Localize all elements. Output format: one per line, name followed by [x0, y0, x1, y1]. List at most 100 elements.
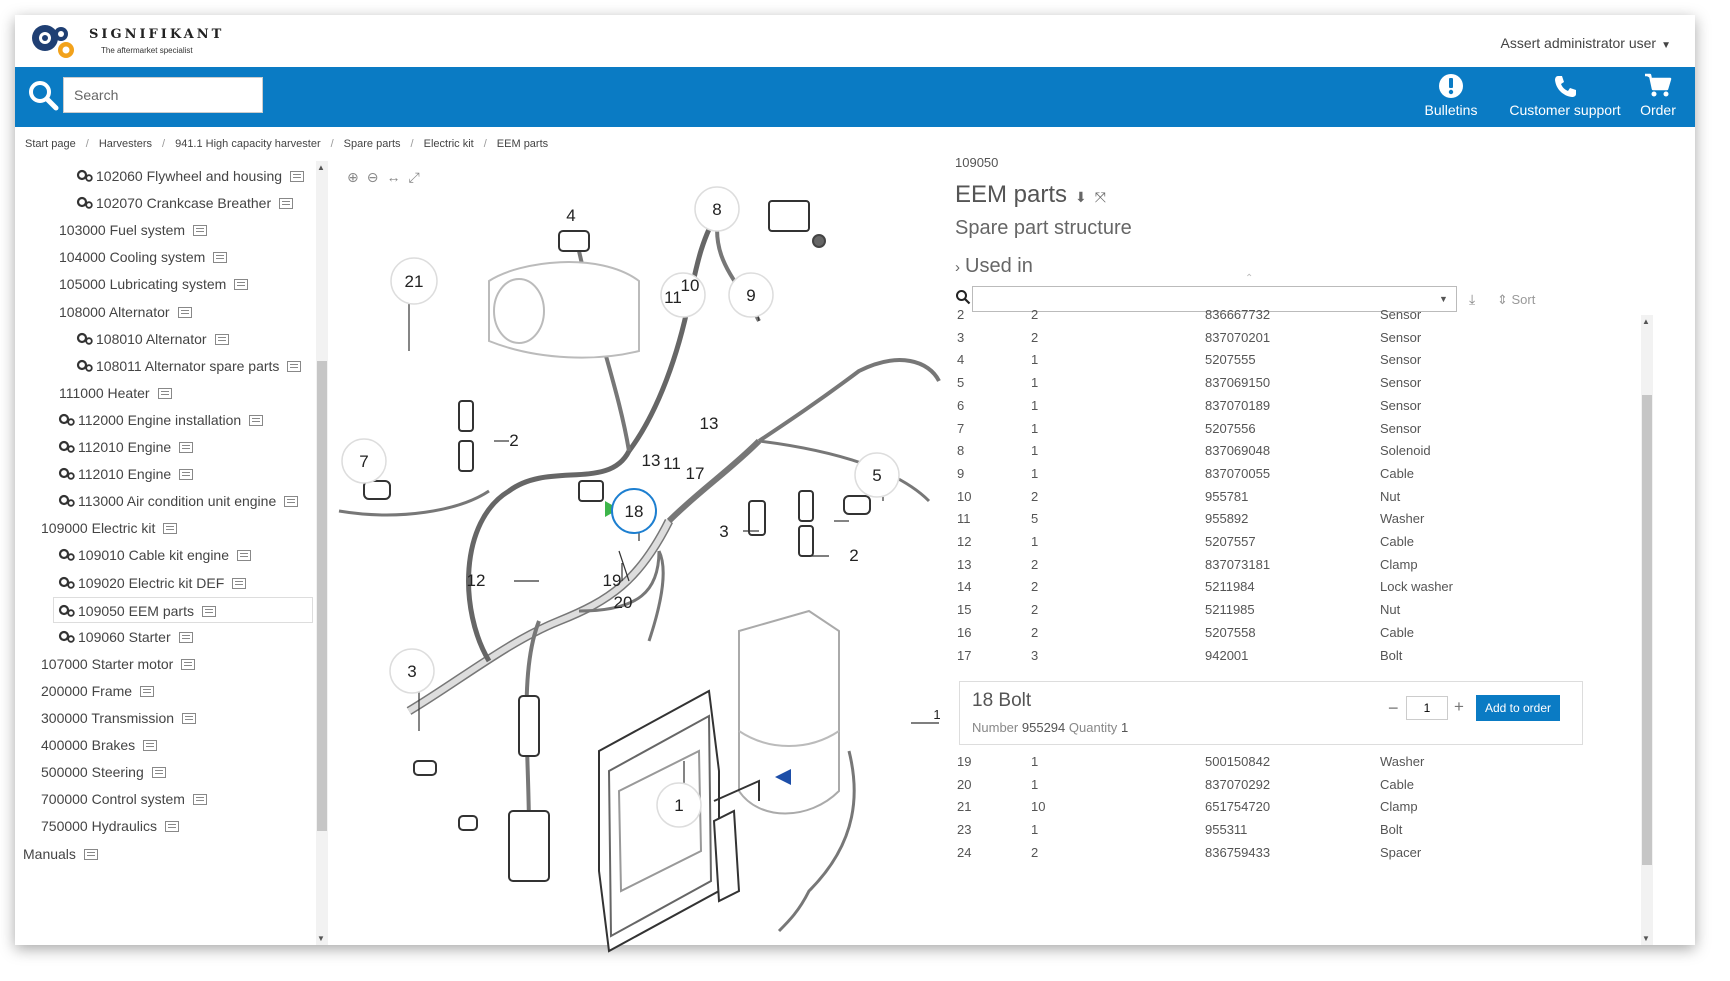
tree-item[interactable]: 750000 Hydraulics [41, 813, 179, 839]
tree-item[interactable]: 102060 Flywheel and housing [76, 163, 305, 189]
document-icon[interactable] [179, 442, 194, 453]
pointer-callout[interactable]: 1 [933, 707, 940, 722]
document-icon[interactable] [287, 360, 302, 372]
fit-width-icon[interactable]: ↔ [386, 169, 401, 185]
callout-13b[interactable]: 13 [642, 451, 661, 470]
quantity-input[interactable] [1406, 696, 1448, 720]
scroll-up-icon[interactable]: ▲ [1642, 317, 1650, 326]
scroll-up-icon[interactable]: ▲ [317, 163, 325, 172]
tree-item[interactable]: 104000 Cooling system [59, 244, 228, 270]
callout-4[interactable]: 4 [566, 206, 575, 225]
sort-button[interactable]: ⇕ Sort [1497, 292, 1536, 307]
document-icon[interactable] [182, 713, 197, 724]
callout-5[interactable]: 5 [872, 466, 881, 485]
scroll-down-icon[interactable]: ▼ [1642, 934, 1650, 943]
breadcrumb-item[interactable]: EEM parts [496, 138, 549, 150]
tree-item[interactable]: 200000 Frame [41, 678, 155, 704]
breadcrumb-item[interactable]: Harvesters [98, 138, 153, 150]
document-icon[interactable] [237, 550, 252, 562]
document-icon[interactable] [234, 279, 249, 291]
document-icon[interactable] [178, 631, 193, 643]
expand-icon[interactable]: ⤧ [1094, 189, 1106, 205]
callout-1[interactable]: 1 [674, 796, 683, 815]
document-icon[interactable] [192, 794, 207, 806]
document-icon[interactable] [214, 333, 229, 345]
download-icon[interactable]: ⬇ [1075, 189, 1087, 205]
callout-20[interactable]: 20 [614, 593, 633, 612]
zoom-out-icon[interactable]: ⊖ [366, 169, 379, 185]
tree-item[interactable]: 300000 Transmission [41, 705, 197, 731]
document-icon[interactable] [213, 252, 228, 264]
document-icon[interactable] [249, 414, 264, 426]
callout-8[interactable]: 8 [712, 200, 721, 219]
tree-item[interactable]: 107000 Starter motor [41, 651, 196, 677]
document-icon[interactable] [201, 605, 216, 617]
parts-scroll-thumb[interactable] [1642, 395, 1652, 865]
search-input[interactable] [63, 77, 263, 113]
tree-item[interactable]: 400000 Brakes [41, 732, 158, 758]
used-in-toggle[interactable]: ›Used in [955, 255, 1033, 278]
document-icon[interactable] [181, 658, 196, 670]
callout-2b[interactable]: 2 [849, 546, 858, 565]
callout-11b[interactable]: 11 [663, 454, 681, 473]
tree-item[interactable]: 109010 Cable kit engine [58, 542, 252, 568]
quantity-decrease-button[interactable]: − [1388, 698, 1399, 718]
tree-item[interactable]: 113000 Air condition unit engine [58, 488, 299, 514]
tree-scrollbar[interactable]: ▲ ▼ [316, 161, 328, 945]
callout-17[interactable]: 17 [686, 464, 705, 483]
selected-part-card[interactable]: 18 Bolt Number 955294 Quantity 1 − + Add… [959, 681, 1583, 745]
callout-3[interactable]: 3 [719, 522, 728, 541]
logo[interactable]: SIGNIFIKANT The aftermarket specialist [29, 21, 229, 61]
breadcrumb-item[interactable]: Start page [25, 138, 76, 150]
tree-scroll-thumb[interactable] [317, 361, 327, 831]
customer-support-button[interactable]: Customer support [1500, 73, 1630, 118]
document-icon[interactable] [163, 523, 178, 535]
breadcrumb-item[interactable]: 941.1 High capacity harvester [175, 138, 321, 150]
export-icon[interactable]: ⤓ [1469, 291, 1476, 307]
tree-item[interactable]: 112010 Engine [58, 461, 194, 487]
filter-input[interactable] [972, 286, 1457, 312]
document-icon[interactable] [193, 225, 208, 237]
parts-scrollbar[interactable]: ▲ ▼ [1641, 315, 1653, 945]
callout-7[interactable]: 7 [359, 452, 368, 471]
callout-2[interactable]: 2 [509, 431, 518, 450]
document-icon[interactable] [151, 767, 166, 779]
callout-21[interactable]: 21 [405, 272, 424, 291]
add-to-order-button[interactable]: Add to order [1476, 695, 1560, 721]
filter-dropdown-icon[interactable]: ▼ [1439, 294, 1448, 304]
callout-10[interactable]: 10 [681, 276, 700, 295]
document-icon[interactable] [290, 171, 305, 182]
tree-item[interactable]: 112000 Engine installation [58, 407, 264, 433]
bulletins-button[interactable]: Bulletins [1413, 73, 1489, 118]
breadcrumb-item[interactable]: Spare parts [343, 138, 401, 150]
tree-item[interactable]: 109020 Electric kit DEF [58, 570, 247, 596]
quantity-increase-button[interactable]: + [1454, 697, 1464, 716]
document-icon[interactable] [284, 496, 299, 508]
callout-18[interactable]: 18 [625, 502, 644, 521]
schematic-drawing[interactable]: 21 4 8 11 10 9 2 13 13 11 17 7 5 18 [338, 186, 941, 953]
tree-item[interactable]: 108000 Alternator [59, 299, 192, 325]
order-button[interactable]: Order [1633, 73, 1683, 118]
scroll-down-icon[interactable]: ▼ [317, 934, 325, 943]
collapse-caret-icon[interactable]: ⌃ [1245, 273, 1254, 284]
callout-12[interactable]: 12 [467, 571, 486, 590]
tree-item[interactable]: 109050 EEM parts [53, 596, 313, 623]
tree-item[interactable]: 109060 Starter [58, 624, 193, 650]
search-icon[interactable] [27, 79, 59, 111]
